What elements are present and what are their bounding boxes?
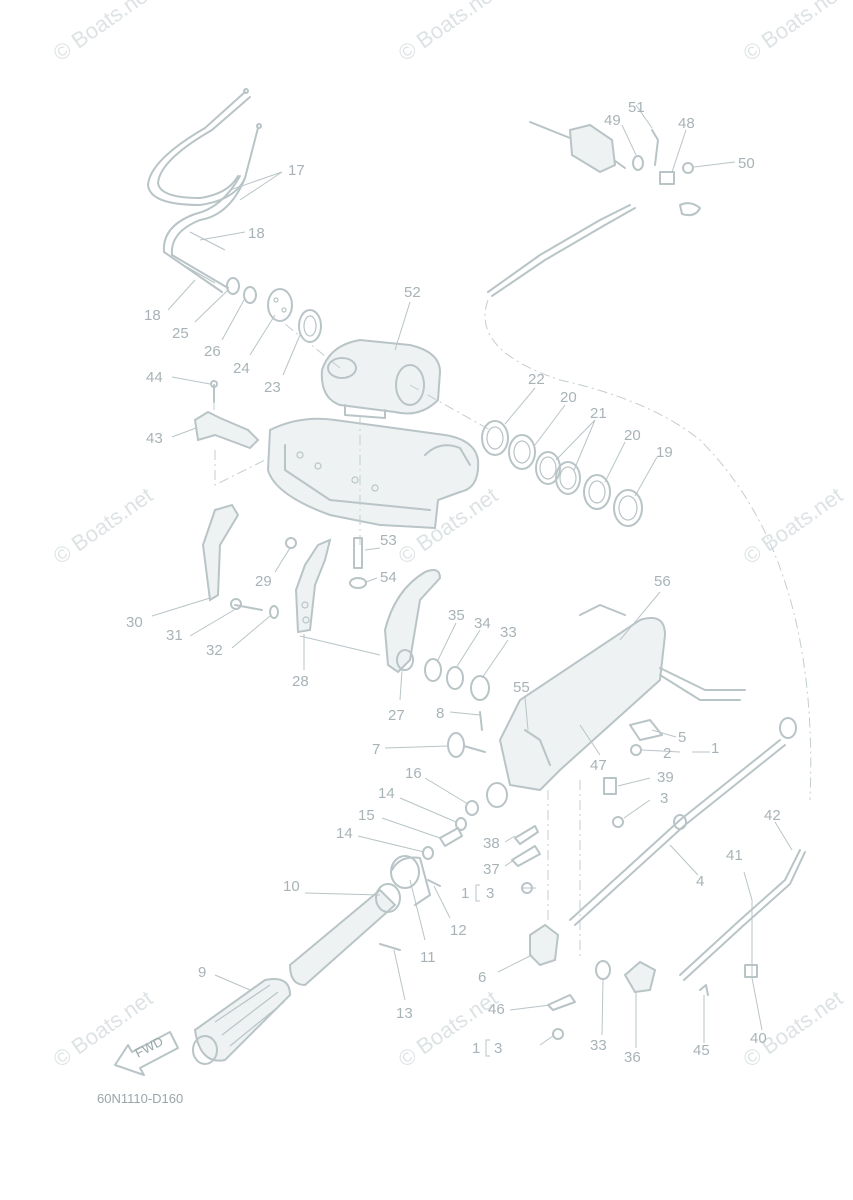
cable-washers bbox=[226, 277, 322, 343]
label-44: 44 bbox=[146, 369, 163, 386]
steering-bracket bbox=[279, 319, 491, 431]
label-51: 51 bbox=[628, 99, 645, 116]
label-1: 1 bbox=[472, 1040, 480, 1057]
watermark: © Boats.net bbox=[49, 0, 158, 66]
label-4: 4 bbox=[696, 873, 704, 890]
label-3: 3 bbox=[660, 790, 668, 807]
small-hardware bbox=[511, 719, 758, 1040]
label-49: 49 bbox=[604, 112, 621, 129]
watermark: © Boats.net bbox=[394, 985, 503, 1072]
label-22: 22 bbox=[528, 371, 545, 388]
label-55: 55 bbox=[513, 679, 530, 696]
label-18: 18 bbox=[248, 225, 265, 242]
label-29: 29 bbox=[255, 573, 272, 590]
label-15: 15 bbox=[358, 807, 375, 824]
label-21: 21 bbox=[590, 405, 607, 422]
label-54: 54 bbox=[380, 569, 397, 586]
label-1: 1 bbox=[711, 740, 719, 757]
label-12: 12 bbox=[450, 922, 467, 939]
label-9: 9 bbox=[198, 964, 206, 981]
label-14: 14 bbox=[336, 825, 353, 842]
label-40: 40 bbox=[750, 1030, 767, 1047]
label-46: 46 bbox=[488, 1001, 505, 1018]
watermark: © Boats.net bbox=[739, 985, 848, 1072]
lever-assembly bbox=[201, 503, 279, 619]
fwd-arrow: FWD bbox=[114, 1031, 179, 1076]
label-11: 11 bbox=[420, 949, 436, 966]
stopper-bracket bbox=[193, 380, 266, 486]
throttle-grip bbox=[288, 855, 441, 987]
spring-assembly bbox=[422, 800, 479, 860]
throttle-cables bbox=[147, 88, 262, 293]
watermark: © Boats.net bbox=[49, 482, 158, 569]
label-53: 53 bbox=[380, 532, 397, 549]
shift-cable bbox=[569, 717, 797, 926]
shift-linkage-cable bbox=[484, 121, 812, 801]
label-6: 6 bbox=[478, 969, 486, 986]
adjust-knob bbox=[447, 711, 486, 758]
friction-washers bbox=[424, 658, 490, 701]
label-42: 42 bbox=[764, 807, 781, 824]
cable-end bbox=[679, 849, 806, 981]
label-43: 43 bbox=[146, 430, 163, 447]
label-23: 23 bbox=[264, 379, 281, 396]
label-41: 41 bbox=[726, 847, 743, 864]
label-2: 2 bbox=[663, 745, 671, 762]
leader-lines bbox=[151, 104, 793, 1048]
label-13: 13 bbox=[396, 1005, 413, 1022]
label-16: 16 bbox=[405, 765, 422, 782]
bracket-marks bbox=[475, 884, 490, 1057]
label-36: 36 bbox=[624, 1049, 641, 1066]
watermark: © Boats.net bbox=[739, 482, 848, 569]
label-20: 20 bbox=[624, 427, 641, 444]
watermark: © Boats.net bbox=[394, 0, 503, 66]
steering-handle-body bbox=[486, 604, 746, 960]
label-8: 8 bbox=[436, 705, 444, 722]
label-20: 20 bbox=[560, 389, 577, 406]
label-24: 24 bbox=[233, 360, 250, 377]
label-28: 28 bbox=[292, 673, 309, 690]
label-38: 38 bbox=[483, 835, 500, 852]
label-5: 5 bbox=[678, 729, 686, 746]
grip bbox=[192, 978, 292, 1065]
label-47: 47 bbox=[590, 757, 607, 774]
label-25: 25 bbox=[172, 325, 189, 342]
label-26: 26 bbox=[204, 343, 221, 360]
label-45: 45 bbox=[693, 1042, 710, 1059]
part-labels: 17 18 18 25 26 24 23 52 44 43 22 20 21 2… bbox=[126, 99, 781, 1066]
label-30: 30 bbox=[126, 614, 143, 631]
label-3: 3 bbox=[494, 1040, 502, 1057]
label-37: 37 bbox=[483, 861, 500, 878]
label-19: 19 bbox=[656, 444, 673, 461]
watermarks: © Boats.net © Boats.net © Boats.net © Bo… bbox=[49, 0, 848, 1072]
stud-and-nut bbox=[349, 537, 367, 589]
label-18: 18 bbox=[144, 307, 161, 324]
label-33: 33 bbox=[500, 624, 517, 641]
label-32: 32 bbox=[206, 642, 223, 659]
mounting-plate bbox=[285, 537, 381, 656]
label-50: 50 bbox=[738, 155, 755, 172]
label-35: 35 bbox=[448, 607, 465, 624]
label-3: 3 bbox=[486, 885, 494, 902]
base-plate bbox=[266, 415, 480, 545]
label-1: 1 bbox=[461, 885, 469, 902]
bushing-washers bbox=[481, 420, 643, 527]
label-56: 56 bbox=[654, 573, 671, 590]
label-17: 17 bbox=[288, 162, 305, 179]
label-48: 48 bbox=[678, 115, 695, 132]
label-34: 34 bbox=[474, 615, 491, 632]
friction-lever bbox=[383, 569, 442, 674]
label-10: 10 bbox=[283, 878, 300, 895]
label-39: 39 bbox=[657, 769, 674, 786]
label-52: 52 bbox=[404, 284, 421, 301]
label-14: 14 bbox=[378, 785, 395, 802]
watermark: © Boats.net bbox=[739, 0, 848, 66]
label-33: 33 bbox=[590, 1037, 607, 1054]
label-27: 27 bbox=[388, 707, 405, 724]
diagram-code: 60N1110-D160 bbox=[97, 1091, 183, 1106]
label-7: 7 bbox=[372, 741, 380, 758]
label-31: 31 bbox=[166, 627, 183, 644]
